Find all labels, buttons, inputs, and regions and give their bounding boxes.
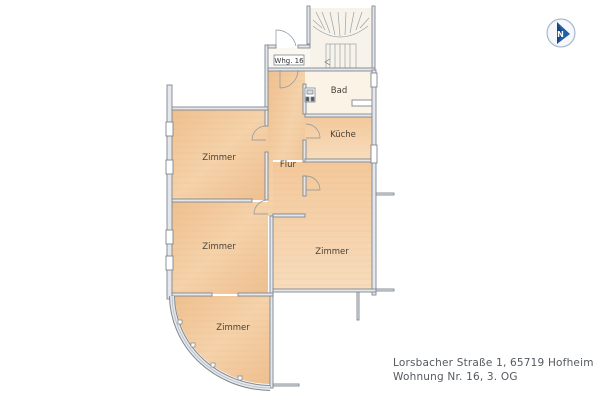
curved-wall (169, 295, 271, 391)
zimmer-right-door (305, 175, 321, 191)
compass-north-icon: N (546, 18, 576, 48)
doors (251, 29, 321, 215)
unit-tag-label: Whg. 16 (274, 57, 304, 65)
address-line-2: Wohnung Nr. 16, 3. OG (393, 371, 518, 383)
staircase (312, 11, 370, 69)
room-label-zimmer-3: Zimmer (315, 247, 349, 257)
room-label-kueche: Küche (330, 130, 356, 140)
room-label-zimmer-4: Zimmer (216, 323, 250, 333)
zimmer-2-door (253, 199, 269, 215)
room-label-zimmer-2: Zimmer (202, 242, 236, 252)
room-label-zimmer-1: Zimmer (202, 153, 236, 163)
unit-tag: Whg. 16 (273, 54, 305, 66)
zimmer-1-door (251, 125, 267, 141)
bath-fixtures (304, 87, 316, 103)
room-label-flur: Flur (280, 160, 297, 170)
walls (165, 5, 395, 389)
room-label-bad: Bad (331, 86, 347, 96)
flur-door-top (279, 69, 299, 89)
kueche-door (305, 123, 321, 139)
floors (172, 8, 373, 384)
address-block: Lorsbacher Straße 1, 65719 Hofheim Wohnu… (393, 356, 594, 384)
entrance-door (275, 29, 297, 47)
address-line-1: Lorsbacher Straße 1, 65719 Hofheim (393, 357, 594, 369)
compass-letter: N (557, 30, 564, 39)
